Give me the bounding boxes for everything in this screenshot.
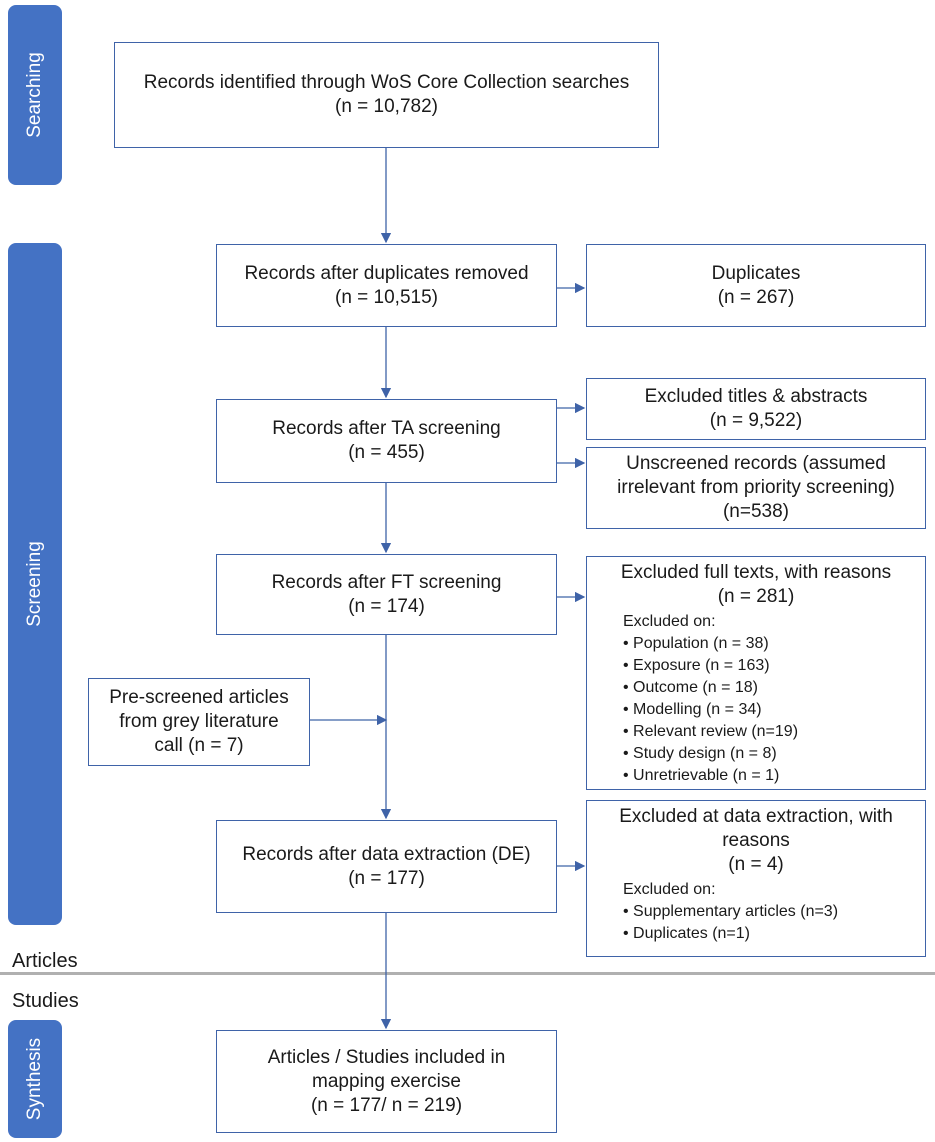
box-data-extraction: Records after data extraction (DE) (n = … <box>216 820 557 913</box>
box-ft-screening-label: Records after FT screening <box>271 571 502 593</box>
articles-studies-divider <box>0 972 935 975</box>
box-excluded-titles-abstracts-count: (n = 9,522) <box>709 410 803 431</box>
box-included-count: (n = 177/ n = 219) <box>310 1094 463 1116</box>
box-data-extraction-label: Records after data extraction (DE) <box>242 843 531 865</box>
box-excluded-full-texts-label: Excluded full texts, with reasons <box>620 562 892 583</box>
reason-item: • Relevant review (n=19) <box>623 723 799 740</box>
reason-item: • Exposure (n = 163) <box>623 657 770 674</box>
box-excluded-full-texts-count: (n = 281) <box>717 586 795 607</box>
box-included-line2: mapping exercise <box>312 1070 461 1092</box>
excluded-data-extraction-reasons: Excluded on: • Supplementary articles (n… <box>587 879 838 945</box>
box-excluded-data-extraction: Excluded at data extraction, with reason… <box>586 800 926 957</box>
stage-bar-synthesis: Synthesis <box>8 1020 62 1138</box>
box-data-extraction-count: (n = 177) <box>348 867 425 889</box>
box-grey-literature: Pre-screened articles from grey literatu… <box>88 678 310 766</box>
box-unscreened-records-line2: irrelevant from priority screening) <box>617 477 895 498</box>
box-duplicates-count: (n = 267) <box>717 286 795 308</box>
articles-label: Articles <box>12 950 78 972</box>
box-duplicates: Duplicates (n = 267) <box>586 244 926 327</box>
box-excluded-titles-abstracts-label: Excluded titles & abstracts <box>644 386 868 407</box>
box-ta-screening: Records after TA screening (n = 455) <box>216 399 557 483</box>
stage-bar-screening: Screening <box>8 243 62 925</box>
reason-item: • Supplementary articles (n=3) <box>623 903 839 920</box>
box-excluded-data-extraction-count: (n = 4) <box>728 854 784 875</box>
box-excluded-titles-abstracts: Excluded titles & abstracts (n = 9,522) <box>586 378 926 440</box>
box-duplicates-removed: Records after duplicates removed (n = 10… <box>216 244 557 327</box>
box-records-identified: Records identified through WoS Core Coll… <box>114 42 659 148</box>
reasons-heading: Excluded on: <box>623 613 716 630</box>
box-included-line1: Articles / Studies included in <box>267 1046 506 1068</box>
reason-item: • Population (n = 38) <box>623 635 769 652</box>
box-duplicates-label: Duplicates <box>711 262 801 284</box>
reason-item: • Study design (n = 8) <box>623 745 777 762</box>
box-included: Articles / Studies included in mapping e… <box>216 1030 557 1133</box>
excluded-full-texts-reasons: Excluded on: • Population (n = 38) • Exp… <box>587 611 798 787</box>
studies-label: Studies <box>12 990 79 1012</box>
reason-item: • Unretrievable (n = 1) <box>623 767 780 784</box>
box-grey-literature-line2: from grey literature <box>119 711 279 732</box>
reason-item: • Modelling (n = 34) <box>623 701 762 718</box>
box-duplicates-removed-count: (n = 10,515) <box>335 286 438 308</box>
box-excluded-data-extraction-line2: reasons <box>722 830 790 851</box>
box-ta-screening-label: Records after TA screening <box>272 418 501 439</box>
stage-bar-searching: Searching <box>8 5 62 185</box>
reason-item: • Duplicates (n=1) <box>623 925 750 942</box>
reasons-heading: Excluded on: <box>623 881 716 898</box>
box-unscreened-records-line1: Unscreened records (assumed <box>626 453 886 474</box>
box-ft-screening: Records after FT screening (n = 174) <box>216 554 557 635</box>
box-unscreened-records: Unscreened records (assumed irrelevant f… <box>586 447 926 529</box>
box-ta-screening-count: (n = 455) <box>348 442 425 463</box>
box-grey-literature-line3: call (n = 7) <box>154 735 244 756</box>
box-excluded-full-texts: Excluded full texts, with reasons (n = 2… <box>586 556 926 790</box>
box-records-identified-count: (n = 10,782) <box>335 96 438 117</box>
box-ft-screening-count: (n = 174) <box>348 595 425 617</box>
box-excluded-data-extraction-line1: Excluded at data extraction, with <box>619 806 893 827</box>
box-records-identified-label: Records identified through WoS Core Coll… <box>143 72 630 93</box>
reason-item: • Outcome (n = 18) <box>623 679 758 696</box>
box-grey-literature-line1: Pre-screened articles <box>109 687 289 708</box>
box-duplicates-removed-label: Records after duplicates removed <box>244 262 529 284</box>
box-unscreened-records-count: (n=538) <box>722 501 790 522</box>
